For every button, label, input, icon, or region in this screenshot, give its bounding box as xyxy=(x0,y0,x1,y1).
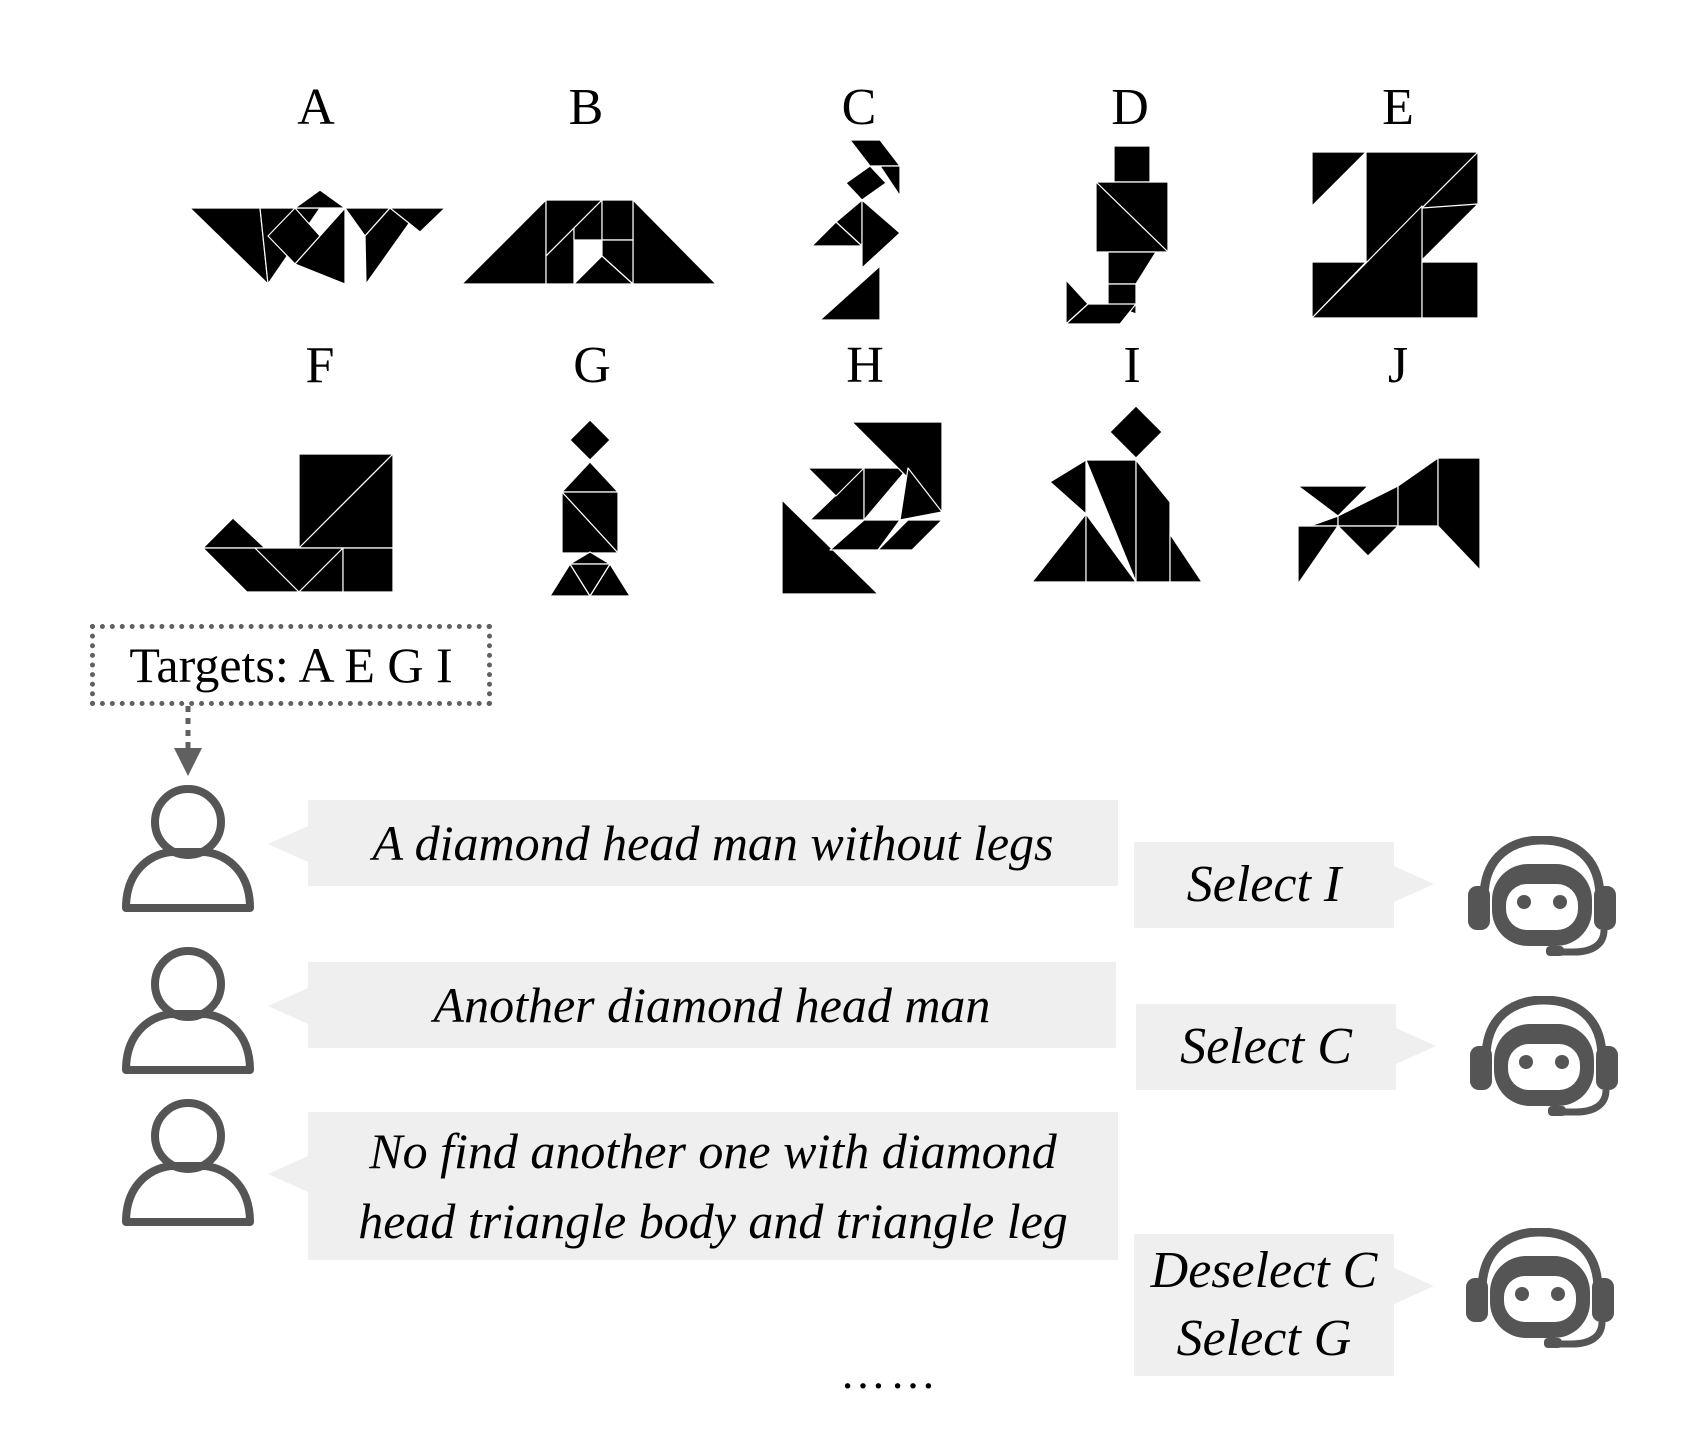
robot-message-3: Deselect C Select G xyxy=(1134,1234,1394,1376)
user-icon xyxy=(122,785,254,912)
tangram-h[interactable] xyxy=(780,420,945,595)
user-icon xyxy=(122,947,254,1074)
robot-headset-icon xyxy=(1466,1228,1614,1348)
figure-label-c: C xyxy=(841,79,877,136)
figure-label-e: E xyxy=(1382,79,1414,136)
robot-bubble-tail xyxy=(1396,1028,1436,1064)
user-message-text: No find another one with diamond xyxy=(369,1123,1057,1179)
user-message-3: No find another one with diamond head tr… xyxy=(308,1112,1118,1260)
figure-label-a: A xyxy=(297,79,335,136)
continuation-ellipsis: …… xyxy=(840,1347,940,1398)
robot-message-text: Select C xyxy=(1180,1018,1352,1075)
figure-label-f: F xyxy=(305,337,335,394)
tangram-i[interactable] xyxy=(1030,404,1205,584)
user-message-text: Another diamond head man xyxy=(433,977,991,1033)
robot-headset-icon xyxy=(1470,996,1618,1116)
user-message-2: Another diamond head man xyxy=(308,962,1116,1048)
targets-box: Targets: A E G I xyxy=(90,624,492,706)
tangram-j[interactable] xyxy=(1297,456,1488,586)
tangram-d[interactable] xyxy=(1065,144,1186,329)
figure-label-d: D xyxy=(1111,79,1149,136)
figure-label-g: G xyxy=(573,337,611,394)
figure-label-j: J xyxy=(1387,337,1409,394)
user-bubble-tail xyxy=(268,988,308,1024)
robot-message-text: Select G xyxy=(1176,1310,1352,1367)
figure-label-i: I xyxy=(1123,337,1141,394)
robot-message-2: Select C xyxy=(1136,1004,1396,1090)
robot-message-text: Select I xyxy=(1186,856,1342,913)
user-message-text: A diamond head man without legs xyxy=(372,815,1054,871)
tangram-g[interactable] xyxy=(548,418,633,600)
robot-headset-icon xyxy=(1468,836,1616,956)
tangram-a[interactable] xyxy=(189,189,450,286)
user-icon xyxy=(122,1099,254,1226)
targets-label: Targets: A E G I xyxy=(129,637,453,693)
robot-message-1: Select I xyxy=(1134,842,1394,928)
figure-label-h: H xyxy=(846,337,884,394)
tangram-f[interactable] xyxy=(202,452,394,597)
figure-label-b: B xyxy=(568,79,604,136)
robot-message-text: Deselect C xyxy=(1150,1242,1378,1299)
user-bubble-tail xyxy=(268,1156,308,1192)
tangram-c[interactable] xyxy=(810,138,910,323)
user-message-text: head triangle body and triangle leg xyxy=(358,1193,1068,1249)
user-bubble-tail xyxy=(268,826,308,862)
robot-bubble-tail xyxy=(1394,866,1434,902)
user-message-1: A diamond head man without legs xyxy=(308,800,1118,886)
tangram-b[interactable] xyxy=(461,198,717,288)
tangram-e[interactable] xyxy=(1310,150,1480,322)
robot-bubble-tail xyxy=(1394,1268,1434,1304)
